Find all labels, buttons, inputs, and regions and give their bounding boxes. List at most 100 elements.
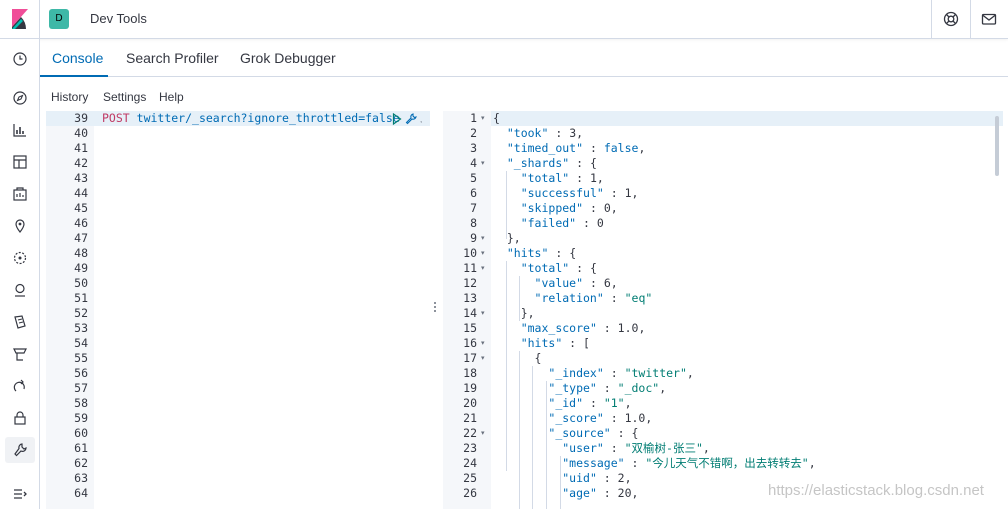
security-icon[interactable] bbox=[10, 408, 30, 428]
fold-toggle-icon[interactable]: ▾ bbox=[481, 265, 485, 272]
response-line: "skipped" : 0, bbox=[520, 201, 618, 215]
line-number: 49 bbox=[74, 261, 88, 275]
uptime-icon[interactable] bbox=[10, 344, 30, 364]
response-line: "_id" : "1", bbox=[548, 396, 632, 410]
fold-toggle-icon[interactable]: ▾ bbox=[481, 430, 485, 437]
menu-collapse-icon[interactable] bbox=[10, 484, 30, 504]
fold-toggle-icon[interactable]: ▾ bbox=[481, 160, 485, 167]
response-line: "_score" : 1.0, bbox=[548, 411, 653, 425]
ml-icon[interactable] bbox=[10, 248, 30, 268]
line-number: 9 bbox=[470, 231, 477, 245]
response-line: "_type" : "_doc", bbox=[548, 381, 667, 395]
active-line-highlight bbox=[491, 111, 1003, 126]
line-number: 43 bbox=[74, 171, 88, 185]
help-icon[interactable] bbox=[941, 9, 961, 29]
help-link[interactable]: Help bbox=[159, 90, 184, 104]
tab-search-profiler[interactable]: Search Profiler bbox=[126, 50, 219, 66]
indent-guide bbox=[506, 261, 507, 471]
line-number: 40 bbox=[74, 126, 88, 140]
line-number: 15 bbox=[463, 321, 477, 335]
dashboard-icon[interactable] bbox=[10, 152, 30, 172]
tab-grok-debugger[interactable]: Grok Debugger bbox=[240, 50, 336, 66]
request-gutter bbox=[46, 111, 94, 509]
line-number: 5 bbox=[470, 171, 477, 185]
settings-link[interactable]: Settings bbox=[103, 90, 147, 104]
request-actions: , bbox=[392, 112, 426, 126]
line-number: 21 bbox=[463, 411, 477, 425]
devtools-tabs: Console Search Profiler Grok Debugger bbox=[40, 39, 1008, 77]
response-line: "took" : 3, bbox=[506, 126, 584, 140]
apm-icon[interactable] bbox=[10, 280, 30, 300]
maps-icon[interactable] bbox=[10, 216, 30, 236]
request-line[interactable]: POST twitter/_search?ignore_throttled=fa… bbox=[102, 111, 400, 126]
active-line-highlight bbox=[46, 111, 430, 126]
wrench-icon[interactable] bbox=[405, 112, 418, 130]
line-number: 3 bbox=[470, 141, 477, 155]
indent-guide bbox=[546, 381, 547, 509]
play-icon[interactable] bbox=[392, 112, 402, 130]
response-scrollbar[interactable] bbox=[995, 116, 999, 176]
response-line: "hits" : { bbox=[506, 246, 577, 260]
response-line: "message" : "今儿天气不错啊，出去转转去", bbox=[562, 456, 816, 470]
fold-toggle-icon[interactable]: ▾ bbox=[481, 340, 485, 347]
response-line: { bbox=[534, 351, 542, 365]
line-number: 24 bbox=[463, 456, 477, 470]
indent-guide bbox=[560, 456, 561, 509]
space-avatar[interactable]: D bbox=[49, 9, 69, 29]
response-line: "user" : "双榆树-张三", bbox=[562, 441, 710, 455]
line-number: 56 bbox=[74, 366, 88, 380]
response-line: "max_score" : 1.0, bbox=[520, 321, 646, 335]
line-number: 22 bbox=[463, 426, 477, 440]
mail-icon[interactable] bbox=[979, 9, 999, 29]
discover-icon[interactable] bbox=[10, 88, 30, 108]
logs-icon[interactable] bbox=[10, 312, 30, 332]
line-number: 41 bbox=[74, 141, 88, 155]
indent-guide bbox=[519, 351, 520, 509]
line-number: 16 bbox=[463, 336, 477, 350]
response-line: "value" : 6, bbox=[534, 276, 618, 290]
line-number: 25 bbox=[463, 471, 477, 485]
kibana-logo[interactable] bbox=[0, 0, 40, 39]
header-divider bbox=[931, 0, 932, 39]
line-number: 39 bbox=[74, 111, 88, 125]
line-number: 44 bbox=[74, 186, 88, 200]
line-number: 26 bbox=[463, 486, 477, 500]
line-number: 10 bbox=[463, 246, 477, 260]
request-path: twitter/_search?ignore_throttled=false bbox=[136, 111, 400, 125]
fold-toggle-icon[interactable]: ▾ bbox=[481, 310, 485, 317]
visualize-icon[interactable] bbox=[10, 120, 30, 140]
indent-guide bbox=[506, 171, 507, 239]
siem-icon[interactable] bbox=[10, 376, 30, 396]
history-link[interactable]: History bbox=[51, 90, 89, 104]
fold-toggle-icon[interactable]: ▾ bbox=[481, 250, 485, 257]
devtools-icon[interactable] bbox=[5, 437, 35, 463]
clock-icon[interactable] bbox=[10, 49, 30, 69]
line-number: 55 bbox=[74, 351, 88, 365]
line-number: 47 bbox=[74, 231, 88, 245]
line-number: 12 bbox=[463, 276, 477, 290]
fold-toggle-icon[interactable]: ▾ bbox=[481, 235, 485, 242]
response-line: "_shards" : { bbox=[506, 156, 597, 170]
fold-toggle-icon[interactable]: ▾ bbox=[481, 115, 485, 122]
line-number: 64 bbox=[74, 486, 88, 500]
line-number: 7 bbox=[470, 201, 477, 215]
response-line: "_source" : { bbox=[548, 426, 639, 440]
line-number: 45 bbox=[74, 201, 88, 215]
fold-toggle-icon[interactable]: ▾ bbox=[481, 355, 485, 362]
response-line: "timed_out" : false, bbox=[506, 141, 646, 155]
line-number: 2 bbox=[470, 126, 477, 140]
response-line: { bbox=[493, 111, 500, 125]
tab-console[interactable]: Console bbox=[52, 50, 104, 66]
panel-resizer-icon[interactable] bbox=[431, 300, 439, 314]
line-number: 51 bbox=[74, 291, 88, 305]
response-line: "uid" : 2, bbox=[562, 471, 632, 485]
line-number: 59 bbox=[74, 411, 88, 425]
watermark: https://elasticstack.blog.csdn.net bbox=[768, 482, 984, 499]
line-number: 58 bbox=[74, 396, 88, 410]
more-icon[interactable]: , bbox=[420, 115, 423, 124]
line-number: 18 bbox=[463, 366, 477, 380]
canvas-icon[interactable] bbox=[10, 184, 30, 204]
response-line: }, bbox=[520, 306, 535, 320]
